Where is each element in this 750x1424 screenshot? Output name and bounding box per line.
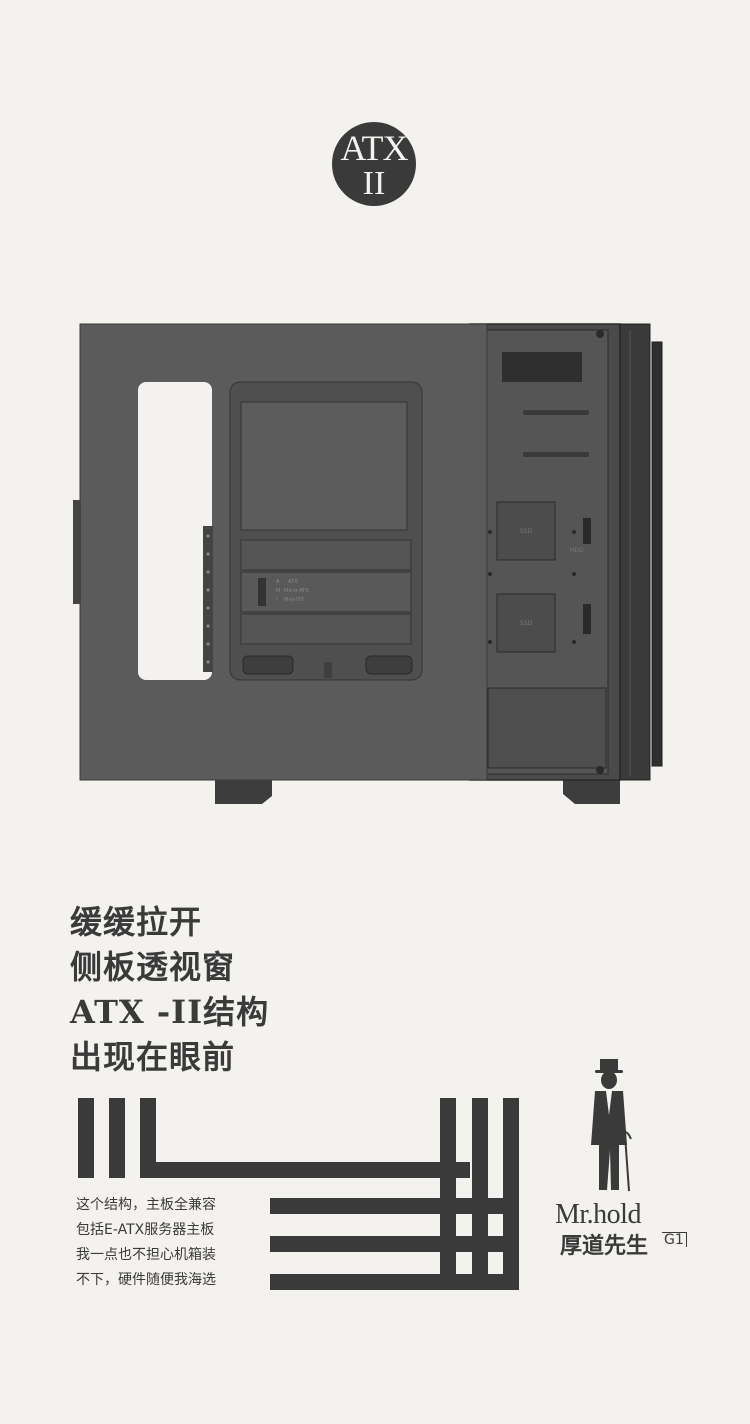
- brand-name-cn: 厚道先生: [560, 1234, 649, 1259]
- label-m: M: [276, 588, 280, 594]
- case-foot-right: [563, 780, 620, 804]
- label-i: I: [276, 597, 277, 603]
- drive-bay-shelf-2: [523, 452, 589, 457]
- screw: [596, 330, 604, 338]
- ssd-label-1: SSD: [520, 528, 533, 535]
- bar-vertical-3: [140, 1098, 156, 1178]
- ssd-label-2: SSD: [520, 620, 533, 627]
- hdd-label: HDD: [570, 547, 584, 554]
- side-panel-handle: [73, 500, 81, 604]
- bar-horizontal-top: [140, 1162, 470, 1178]
- description: 这个结构，主板全兼容 包括E-ATX服务器主板 我一点也不担心机箱装 不下，硬件…: [76, 1193, 276, 1293]
- headline: 缓缓拉开 侧板透视窗 ATX -II结构 出现在眼前: [70, 900, 430, 1080]
- brand-model: G1: [662, 1232, 687, 1247]
- top-vent: [502, 352, 582, 382]
- slot-hole: [206, 588, 210, 592]
- decorative-bars: [78, 1098, 519, 1290]
- pc-case-illustration: SSD SSD HDD A ATX M Micro-ATX I Mini-ITX: [73, 323, 663, 804]
- slot-hole: [206, 642, 210, 646]
- fan-grill-left: [242, 655, 294, 675]
- screw: [488, 572, 492, 576]
- window-center-post: [324, 662, 332, 678]
- headline-line-4: 出现在眼前: [70, 1038, 236, 1076]
- headline-line-2: 侧板透视窗: [70, 948, 236, 986]
- screw: [488, 640, 492, 644]
- bar-horizontal-3: [270, 1274, 519, 1290]
- slot-hole: [206, 552, 210, 556]
- slot-hole: [206, 534, 210, 538]
- bar-horizontal-1: [270, 1198, 519, 1214]
- ssd-bay-1: [496, 501, 556, 561]
- badge-line-2: II: [362, 165, 386, 202]
- label-a: A: [276, 579, 280, 585]
- cable-slot-1: [583, 518, 591, 544]
- slot-hole: [206, 606, 210, 610]
- ssd-bay-2: [496, 593, 556, 653]
- motherboard-tray-3: [240, 613, 412, 645]
- badge-line-1: ATX: [340, 128, 409, 168]
- screw: [488, 530, 492, 534]
- bar-horizontal-2: [270, 1236, 519, 1252]
- bar-vertical-6: [503, 1098, 519, 1290]
- motherboard-tray-1: [240, 539, 412, 571]
- front-panel: [619, 323, 651, 781]
- front-panel-strip: [651, 341, 663, 767]
- slot-hole: [206, 660, 210, 664]
- screw: [572, 530, 576, 534]
- motherboard-tray-2: [240, 571, 412, 613]
- rear-cutout: [138, 382, 212, 680]
- io-slot: [258, 578, 266, 606]
- brand-name-en: Mr.hold: [555, 1199, 641, 1230]
- description-line-2: 包括E-ATX服务器主板: [76, 1222, 215, 1238]
- description-line-1: 这个结构，主板全兼容: [76, 1197, 216, 1213]
- expansion-slot-strip: [203, 526, 213, 672]
- bar-vertical-4: [440, 1098, 456, 1290]
- fan-grill-right: [365, 655, 413, 675]
- slot-hole: [206, 624, 210, 628]
- headline-line-3: ATX -II结构: [70, 993, 270, 1031]
- case-foot-left: [215, 780, 272, 804]
- window-top-plate: [240, 401, 408, 531]
- bar-vertical-5: [472, 1098, 488, 1290]
- description-line-3: 我一点也不担心机箱装: [76, 1247, 216, 1263]
- screw: [596, 766, 604, 774]
- screw: [572, 572, 576, 576]
- label-mini-itx: Mini-ITX: [284, 597, 305, 603]
- bar-vertical-2: [109, 1098, 125, 1178]
- drive-bay-shelf-1: [523, 410, 589, 415]
- headline-line-1: 缓缓拉开: [70, 903, 203, 941]
- screw: [572, 640, 576, 644]
- gentleman-logo-icon: [591, 1059, 632, 1192]
- bar-vertical-1: [78, 1098, 94, 1178]
- cable-slot-2: [583, 604, 591, 634]
- label-atx: ATX: [288, 579, 298, 585]
- slot-hole: [206, 570, 210, 574]
- label-micro-atx: Micro-ATX: [284, 588, 309, 594]
- psu-shroud: [487, 687, 607, 769]
- description-line-4: 不下，硬件随便我海选: [76, 1272, 216, 1288]
- atx-ii-badge: ATX II: [332, 122, 416, 206]
